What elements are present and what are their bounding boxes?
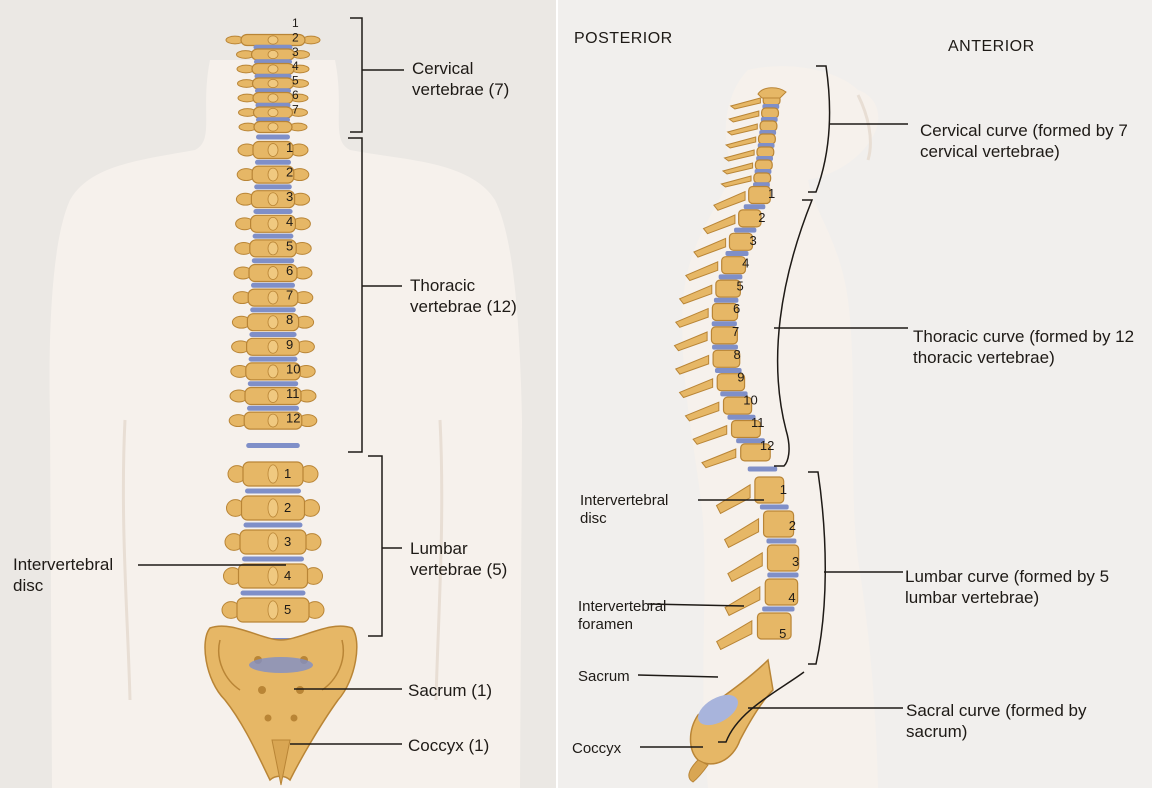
lateral-sacrum-label: Sacrum — [578, 668, 630, 686]
thoracic-number: 7 — [286, 288, 293, 303]
lateral-cervical-number: 1 — [768, 186, 775, 201]
lumbar-vertebrae-label: Lumbar vertebrae (5) — [410, 538, 507, 580]
lateral-lumbar-number: 3 — [792, 554, 799, 569]
vertebra — [234, 265, 312, 282]
lateral-thoracic-number: 11 — [751, 415, 765, 430]
vertebra — [239, 122, 307, 133]
thoracic-number: 10 — [286, 361, 300, 376]
thoracic-number: 1 — [286, 140, 293, 155]
lumbar-number: 4 — [284, 568, 291, 583]
cervical-number: 3 — [292, 45, 299, 59]
vertebra — [236, 191, 309, 208]
intervertebral-disc — [244, 523, 303, 528]
thoracic-number: 12 — [286, 411, 300, 426]
lateral-view-panel: POSTERIOR ANTERIOR — [558, 0, 1152, 788]
vertebra — [232, 338, 315, 355]
thoracic-vertebrae-label: Thoracic vertebrae (12) — [410, 275, 517, 317]
lateral-thoracic-number: 12 — [760, 438, 774, 453]
vertebra — [238, 142, 308, 159]
sacrum-label: Sacrum (1) — [408, 680, 492, 701]
lateral-coccyx-label: Coccyx — [572, 740, 621, 758]
sacral-curve-label: Sacral curve (formed by sacrum) — [906, 700, 1086, 742]
lumbar-number: 2 — [284, 500, 291, 515]
intervertebral-disc-label: Intervertebral disc — [13, 554, 113, 596]
thoracic-number: 4 — [286, 214, 293, 229]
cervical-number: 6 — [292, 88, 299, 102]
side-body-silhouette — [682, 66, 878, 788]
vertebra — [237, 166, 309, 183]
lateral-lumbar-number: 1 — [780, 482, 787, 497]
intervertebral-disc — [767, 573, 798, 578]
lateral-thoracic-number: 6 — [733, 301, 740, 316]
vertebra — [236, 215, 311, 232]
lumbar-number: 1 — [284, 466, 291, 481]
thoracic-curve-label: Thoracic curve (formed by 12 thoracic ve… — [913, 326, 1134, 368]
thoracic-number: 8 — [286, 312, 293, 327]
thoracic-number: 9 — [286, 337, 293, 352]
intervertebral-foramen-label: Intervertebral foramen — [578, 598, 666, 634]
cervical-number: 2 — [292, 30, 299, 44]
intervertebral-disc — [760, 505, 789, 510]
lateral-thoracic-number: 2 — [758, 210, 765, 225]
thoracic-number: 6 — [286, 263, 293, 278]
intervertebral-disc — [246, 443, 300, 448]
vertebra — [235, 240, 311, 257]
cervical-vertebrae-label: Cervical vertebrae (7) — [412, 58, 509, 100]
intervertebral-disc — [762, 607, 794, 612]
vertebra — [233, 289, 313, 306]
lateral-lumbar-number: 4 — [788, 590, 795, 605]
intervertebral-disc — [242, 557, 304, 562]
intervertebral-disc — [748, 466, 778, 471]
vertebra — [222, 598, 324, 622]
intervertebral-disc — [241, 591, 306, 596]
lateral-view-illustration: 12345678910111212345 — [558, 0, 1152, 788]
thoracic-number: 3 — [286, 189, 293, 204]
cervical-number: 5 — [292, 74, 299, 88]
vertebra — [226, 35, 320, 46]
lateral-thoracic-number: 4 — [742, 256, 749, 271]
cervical-bracket — [350, 18, 362, 132]
cervical-number: 7 — [292, 102, 299, 116]
cervical-number: 4 — [292, 59, 299, 73]
lumbar-number: 3 — [284, 534, 291, 549]
coccyx-label: Coccyx (1) — [408, 735, 489, 756]
lumbar-number: 5 — [284, 602, 291, 617]
lumbar-curve-label: Lumbar curve (formed by 5 lumbar vertebr… — [905, 566, 1109, 608]
intervertebral-disc — [245, 489, 301, 494]
lateral-thoracic-number: 9 — [737, 370, 744, 385]
vertebra — [224, 564, 323, 588]
lateral-thoracic-number: 10 — [743, 392, 757, 407]
lateral-lumbar-number: 2 — [789, 518, 796, 533]
lateral-intervertebral-disc-label: Intervertebral disc — [580, 492, 668, 528]
thoracic-number: 2 — [286, 165, 293, 180]
lateral-thoracic-number: 3 — [749, 233, 756, 248]
vertebra — [232, 314, 313, 331]
intervertebral-disc — [744, 204, 766, 209]
lateral-coccyx-bone — [689, 760, 708, 782]
lateral-lumbar-number: 5 — [779, 626, 786, 641]
vertebra — [231, 363, 315, 380]
intervertebral-disc — [256, 135, 290, 140]
posterior-view-panel: 123456712345678910111212345 Cervical ver… — [0, 0, 556, 788]
thoracic-number: 5 — [286, 238, 293, 253]
lateral-thoracic-number: 5 — [736, 278, 743, 293]
posterior-view-illustration: 123456712345678910111212345 — [0, 0, 556, 788]
intervertebral-disc — [766, 539, 796, 544]
cervical-number: 1 — [292, 16, 299, 30]
thoracic-number: 11 — [286, 386, 300, 401]
lateral-thoracic-number: 8 — [733, 347, 740, 362]
lateral-thoracic-number: 7 — [732, 324, 739, 339]
cervical-curve-label: Cervical curve (formed by 7 cervical ver… — [920, 120, 1128, 162]
